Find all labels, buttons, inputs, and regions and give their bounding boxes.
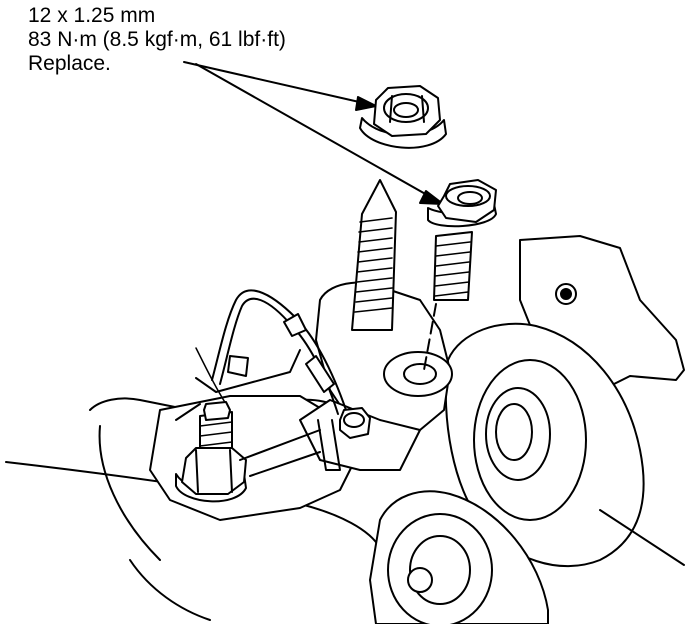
fastener-size: 12 x 1.25 mm: [28, 4, 156, 27]
bearing-ring: [370, 491, 548, 624]
ball-joint-stud: [176, 402, 246, 501]
arrowhead-bolt: [420, 191, 443, 204]
arm-rib: [100, 426, 320, 620]
arrowhead-nut: [356, 97, 376, 110]
hub-assembly: [446, 236, 684, 566]
sensor-bolt: [318, 408, 370, 470]
leader-lines: [184, 62, 436, 200]
flange-bolt: [428, 180, 496, 300]
flange-nut: [360, 86, 446, 148]
bolt-centerline: [424, 304, 436, 370]
sensor-wire: [196, 290, 346, 414]
knuckle-stud: [352, 180, 396, 330]
torque-spec: 83 N·m (8.5 kgf·m, 61 lbf·ft): [28, 28, 286, 51]
replace-note: Replace.: [28, 52, 111, 75]
callout-text: 12 x 1.25 mm 83 N·m (8.5 kgf·m, 61 lbf·f…: [28, 4, 286, 76]
mounting-bracket: [176, 350, 300, 420]
